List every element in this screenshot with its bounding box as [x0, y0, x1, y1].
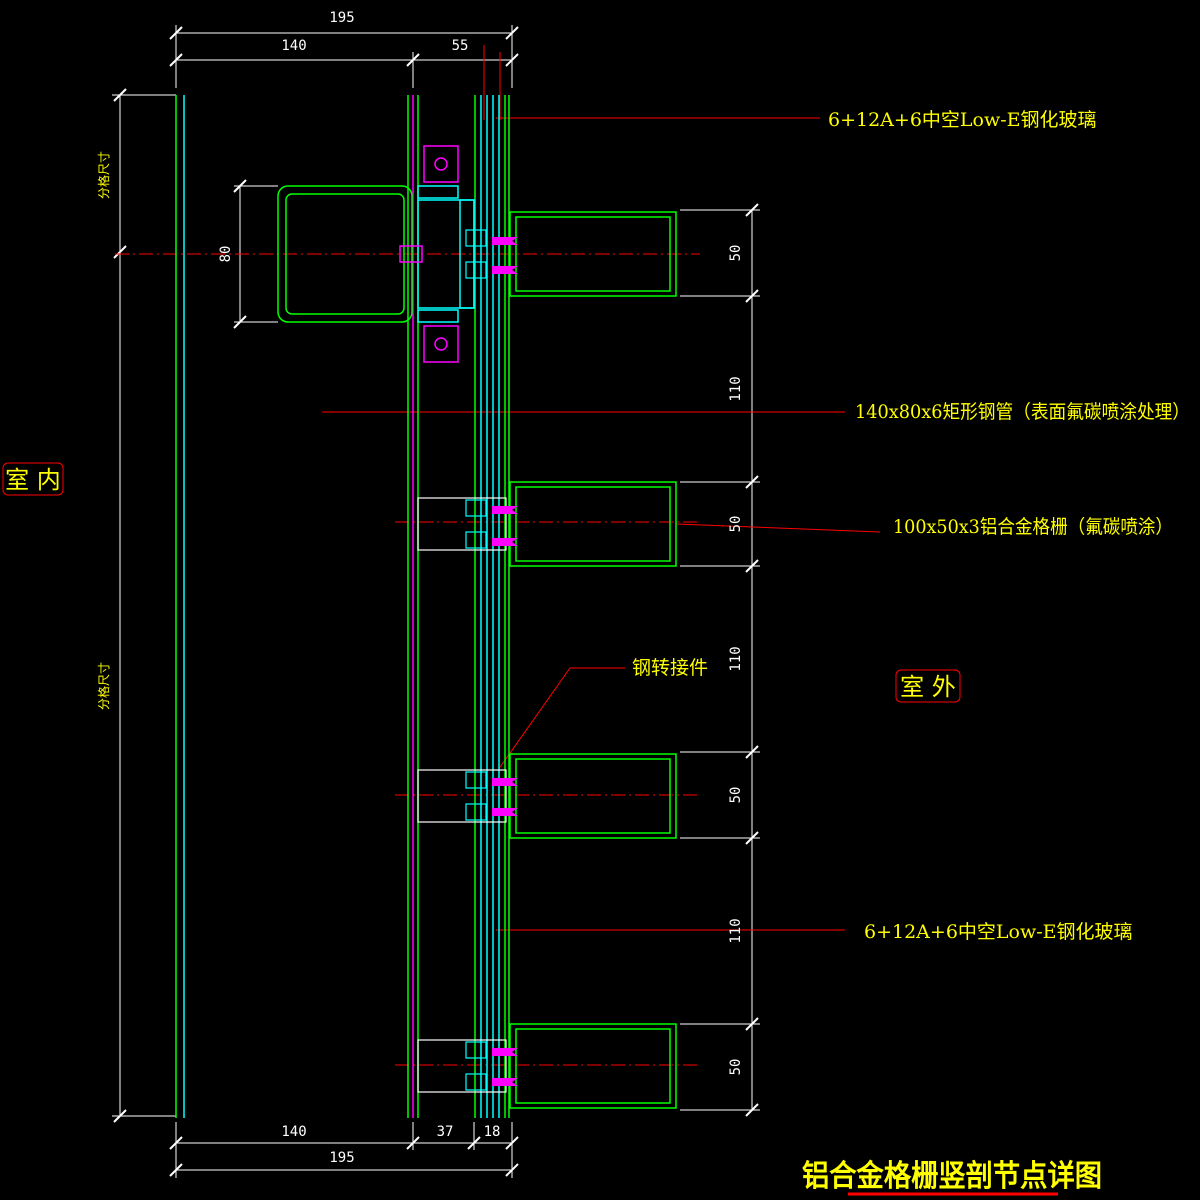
dim-bottom-mid: 37: [437, 1124, 454, 1140]
dim-right-5: 50: [728, 787, 744, 804]
drawing-title: 铝合金格栅竖剖节点详图: [802, 1159, 1102, 1194]
dim-bottom-total: 195: [329, 1150, 354, 1166]
bolts: [492, 237, 518, 1086]
callout-glass-top: 6+12A+6中空Low-E钢化玻璃: [828, 109, 1097, 131]
dim-right-3: 50: [728, 516, 744, 533]
dim-top-total: 195: [329, 10, 354, 26]
dimension-lines: [112, 25, 760, 1178]
dim-bottom-right: 18: [484, 1124, 501, 1140]
grille-fins: [509, 211, 677, 1109]
dim-right-2: 110: [728, 376, 744, 401]
dim-right-7: 50: [728, 1059, 744, 1076]
outdoor-label: 室 外: [895, 669, 961, 703]
side-dim-lower: 分格尺寸: [96, 662, 111, 710]
side-dim-upper: 分格尺寸: [96, 151, 111, 199]
dim-right-1: 50: [728, 245, 744, 262]
profile-lines: [175, 95, 510, 1118]
dim-right-6: 110: [728, 918, 744, 943]
steel-tube-node: [277, 145, 475, 363]
indoor-label: 室 内: [2, 462, 64, 496]
leader-lines: [115, 45, 881, 1066]
steel-connectors: [417, 229, 507, 1093]
callout-connector: 钢转接件: [632, 657, 708, 679]
dim-top-left: 140: [281, 38, 306, 54]
outdoor-text: 室 外: [900, 673, 956, 701]
indoor-text: 室 内: [5, 466, 61, 494]
dim-top-right: 55: [452, 38, 469, 54]
callout-glass-bottom: 6+12A+6中空Low-E钢化玻璃: [864, 921, 1133, 943]
dim-tube-height: 80: [218, 246, 234, 263]
callout-steel-tube: 140x80x6矩形钢管（表面氟碳喷涂处理）: [855, 401, 1190, 423]
callout-grille: 100x50x3铝合金格栅（氟碳喷涂）: [893, 516, 1173, 538]
dim-bottom-left: 140: [281, 1124, 306, 1140]
dim-right-4: 110: [728, 646, 744, 671]
